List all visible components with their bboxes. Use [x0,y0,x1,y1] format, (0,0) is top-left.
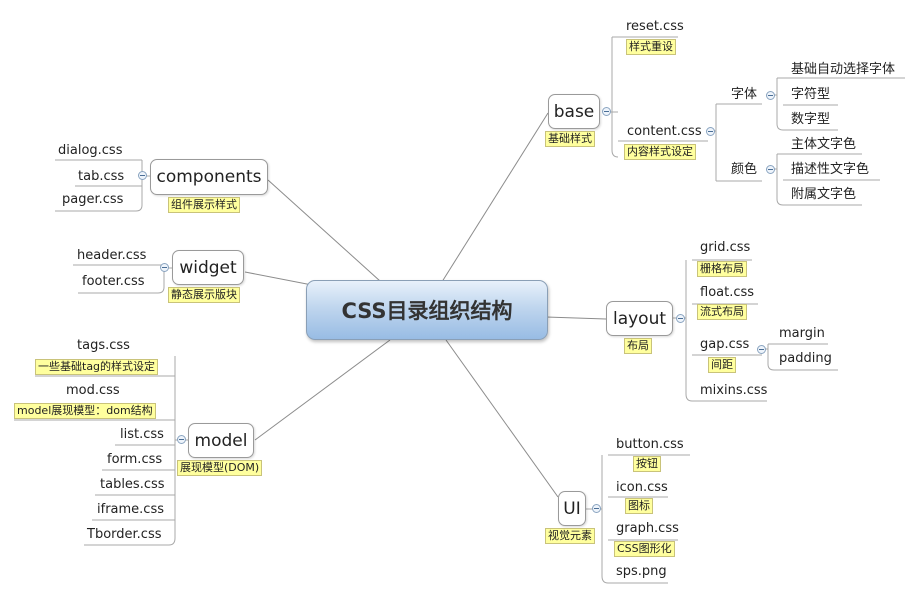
note-tags-css: 一些基础tag的样式设定 [35,359,159,375]
topic-layout[interactable]: layout [606,301,673,336]
collapse-toggle-icon[interactable] [706,127,715,136]
leaf-font[interactable]: 字体 [731,87,758,102]
collapse-toggle-icon[interactable] [676,314,685,323]
collapse-toggle-icon[interactable] [602,107,611,116]
central-topic[interactable]: CSS目录组织结构 [306,280,548,340]
leaf-gap-css[interactable]: gap.css [700,337,750,352]
collapse-toggle-icon[interactable] [766,165,775,174]
note-model: 展现模型(DOM) [177,460,263,476]
topic-widget[interactable]: widget [172,250,244,285]
leaf-margin[interactable]: margin [779,326,825,341]
topic-ui[interactable]: UI [558,491,586,526]
note-ui: 视觉元素 [545,528,595,544]
leaf-sps-png[interactable]: sps.png [616,564,667,579]
collapse-toggle-icon[interactable] [177,435,186,444]
note-gap-css: 间距 [708,357,736,373]
topic-components[interactable]: components [150,159,268,195]
leaf-grid-css[interactable]: grid.css [700,240,751,255]
collapse-toggle-icon[interactable] [757,345,766,354]
note-mod-css: model展现模型：dom结构 [14,403,156,419]
leaf-font-char[interactable]: 字符型 [791,87,831,102]
leaf-list-css[interactable]: list.css [120,427,164,442]
leaf-dialog-css[interactable]: dialog.css [58,143,123,158]
leaf-mod-css[interactable]: mod.css [66,383,120,398]
leaf-header-css[interactable]: header.css [77,248,147,263]
note-content-css: 内容样式设定 [624,144,696,160]
leaf-tags-css[interactable]: tags.css [77,338,130,353]
note-button-css: 按钮 [633,456,661,472]
note-icon-css: 图标 [625,498,653,514]
leaf-mixins-css[interactable]: mixins.css [700,383,768,398]
leaf-button-css[interactable]: button.css [616,437,684,452]
leaf-color-desc[interactable]: 描述性文字色 [791,162,870,177]
leaf-graph-css[interactable]: graph.css [616,521,679,536]
leaf-tables-css[interactable]: tables.css [100,477,165,492]
topic-base[interactable]: base [548,94,600,129]
leaf-float-css[interactable]: float.css [700,285,755,300]
leaf-color-sub[interactable]: 附属文字色 [791,187,857,202]
collapse-toggle-icon[interactable] [592,504,601,513]
note-base: 基础样式 [545,131,595,147]
leaf-iframe-css[interactable]: iframe.css [97,502,164,517]
leaf-tborder-css[interactable]: Tborder.css [87,527,162,542]
leaf-form-css[interactable]: form.css [107,452,163,467]
leaf-content-css[interactable]: content.css [627,124,702,139]
leaf-color-main[interactable]: 主体文字色 [791,137,857,152]
leaf-icon-css[interactable]: icon.css [616,480,668,495]
leaf-font-number[interactable]: 数字型 [791,112,831,127]
note-float-css: 流式布局 [697,304,747,320]
note-components: 组件展示样式 [168,197,240,213]
leaf-footer-css[interactable]: footer.css [82,274,145,289]
leaf-padding[interactable]: padding [779,351,832,366]
collapse-toggle-icon[interactable] [138,171,147,180]
leaf-reset-css[interactable]: reset.css [626,19,684,34]
leaf-color[interactable]: 颜色 [731,162,758,177]
leaf-font-auto[interactable]: 基础自动选择字体 [791,62,896,77]
note-reset-css: 样式重设 [626,39,676,55]
leaf-tab-css[interactable]: tab.css [78,169,125,184]
collapse-toggle-icon[interactable] [160,263,169,272]
note-grid-css: 栅格布局 [697,261,747,277]
note-widget: 静态展示版块 [168,287,240,303]
topic-model[interactable]: model [188,423,254,458]
note-layout: 布局 [624,338,652,354]
leaf-pager-css[interactable]: pager.css [62,192,124,207]
note-graph-css: CSS图形化 [614,541,675,557]
collapse-toggle-icon[interactable] [766,91,775,100]
